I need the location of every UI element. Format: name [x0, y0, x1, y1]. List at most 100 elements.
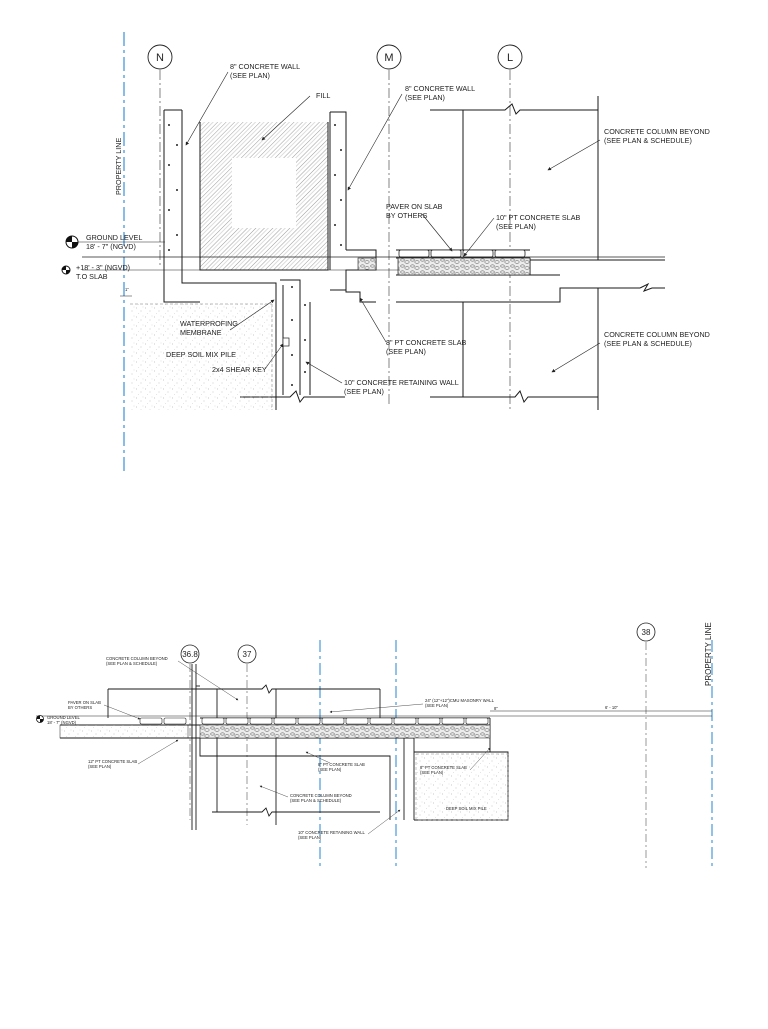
- svg-text:N: N: [156, 52, 164, 64]
- svg-text:DEEP SOIL MIX PILE: DEEP SOIL MIX PILE: [166, 350, 236, 359]
- svg-text:+18' - 3" (NGVD): +18' - 3" (NGVD): [76, 263, 130, 272]
- svg-text:BY OTHERS: BY OTHERS: [68, 705, 92, 710]
- svg-text:CONCRETE COLUMN BEYOND: CONCRETE COLUMN BEYOND: [604, 127, 710, 136]
- svg-text:GROUND LEVEL: GROUND LEVEL: [47, 715, 80, 720]
- svg-text:(SEE PLAN): (SEE PLAN): [405, 93, 445, 102]
- svg-text:(SEE PLAN & SCHEDULE): (SEE PLAN & SCHEDULE): [290, 798, 342, 803]
- svg-text:(SEE PLAN): (SEE PLAN): [230, 71, 270, 80]
- grid-bubble-37: 37: [237, 644, 257, 664]
- note-paver: PAVER ON SLAB BY OTHERS: [386, 202, 453, 252]
- grid-bubble-38: 38: [636, 622, 656, 642]
- note-fill: FILL: [261, 91, 330, 141]
- svg-text:(SEE PLAN): (SEE PLAN): [425, 703, 449, 708]
- note-wall-8-m: 8" CONCRETE WALL (SEE PLAN): [347, 84, 475, 191]
- paver-bed: [397, 257, 531, 276]
- svg-text:GROUND LEVEL: GROUND LEVEL: [86, 233, 142, 242]
- svg-text:T.O SLAB: T.O SLAB: [76, 272, 108, 281]
- slab-left-2: [59, 724, 189, 739]
- note-column-bottom-2: CONCRETE COLUMN BEYOND (SEE PLAN & SCHED…: [259, 785, 352, 803]
- note-soil-pile: DEEP SOIL MIX PILE: [166, 350, 236, 359]
- note-retaining: 10" CONCRETE RETAINING WALL (SEE PLAN): [305, 361, 459, 396]
- pavers-2: [139, 717, 489, 725]
- svg-text:18' - 7" (NGVD): 18' - 7" (NGVD): [47, 720, 77, 725]
- rebar-dots-wall: [291, 286, 306, 386]
- svg-text:(SEE PLAN): (SEE PLAN): [496, 222, 536, 231]
- level-marker-ground: GROUND LEVEL 18' - 7" (NGVD): [65, 233, 165, 251]
- svg-text:FILL: FILL: [316, 91, 330, 100]
- note-cmu-2: 24" (12"+12")CMU MASONRY WALL (SEE PLAN): [329, 698, 495, 714]
- note-slab-8a-2: 8" PT CONCRETE SLAB (SEE PLAN): [305, 751, 365, 772]
- note-column-top: CONCRETE COLUMN BEYOND (SEE PLAN & SCHED…: [547, 127, 710, 171]
- note-wall-8-n: 8" CONCRETE WALL (SEE PLAN): [185, 62, 300, 146]
- svg-text:PAVER ON SLAB: PAVER ON SLAB: [68, 700, 101, 705]
- note-slab-10: 10" PT CONCRETE SLAB (SEE PLAN): [463, 213, 581, 257]
- property-line-label-1: PROPERTY LINE: [114, 138, 123, 195]
- svg-text:BY OTHERS: BY OTHERS: [386, 211, 428, 220]
- note-column-top-2: CONCRETE COLUMN BEYOND (SEE PLAN & SCHED…: [106, 656, 239, 701]
- detail-1: PROPERTY LINE N M L: [61, 32, 710, 475]
- rebar-dots: [168, 124, 342, 251]
- svg-text:8": 8": [494, 706, 498, 711]
- svg-text:10" PT CONCRETE SLAB: 10" PT CONCRETE SLAB: [496, 213, 581, 222]
- note-slab-8b-2: 8" PT CONCRETE SLAB (SEE PLAN): [420, 747, 491, 775]
- grid-bubble-n: N: [147, 44, 173, 70]
- svg-text:12" PT CONCRETE SLAB: 12" PT CONCRETE SLAB: [88, 759, 137, 764]
- svg-text:8" PT CONCRETE SLAB: 8" PT CONCRETE SLAB: [420, 765, 467, 770]
- svg-text:(SEE PLAN): (SEE PLAN): [386, 347, 426, 356]
- note-retaining-2: 10" CONCRETE RETAINING WALL (SEE PLAN): [298, 809, 401, 840]
- grid-bubble-l: L: [497, 44, 523, 70]
- svg-text:M: M: [384, 52, 393, 64]
- svg-text:(SEE PLAN): (SEE PLAN): [344, 387, 384, 396]
- svg-text:38: 38: [642, 628, 651, 637]
- grid-bubble-m: M: [376, 44, 402, 70]
- note-waterproofing: WATERPROFING MEMBRANE: [180, 299, 275, 337]
- svg-text:8" CONCRETE WALL: 8" CONCRETE WALL: [405, 84, 475, 93]
- dims-2: 6' - 10" 8": [490, 705, 712, 712]
- concrete-columns: [430, 96, 599, 410]
- svg-text:(SEE PLAN & SCHEDULE): (SEE PLAN & SCHEDULE): [604, 136, 692, 145]
- retaining-wall: [240, 279, 345, 410]
- level-marker-ground-2: GROUND LEVEL 18' - 7" (NGVD): [36, 715, 80, 725]
- soil-mix-pile-2: [415, 753, 509, 821]
- svg-text:(SEE PLAN): (SEE PLAN): [88, 764, 112, 769]
- note-paver-2: PAVER ON SLAB BY OTHERS: [68, 700, 141, 720]
- svg-text:8" CONCRETE WALL: 8" CONCRETE WALL: [230, 62, 300, 71]
- svg-text:(SEE PLAN & SCHEDULE): (SEE PLAN & SCHEDULE): [106, 661, 158, 666]
- svg-text:CONCRETE COLUMN BEYOND: CONCRETE COLUMN BEYOND: [106, 656, 168, 661]
- soil-mix-pile-1: [130, 304, 272, 410]
- slab-bed-2: [199, 724, 491, 739]
- svg-text:6' - 10": 6' - 10": [605, 705, 619, 710]
- svg-text:PAVER ON SLAB: PAVER ON SLAB: [386, 202, 443, 211]
- svg-text:24" (12"+12")CMU MASONRY WALL: 24" (12"+12")CMU MASONRY WALL: [425, 698, 495, 703]
- note-column-bottom: CONCRETE COLUMN BEYOND (SEE PLAN & SCHED…: [551, 330, 710, 373]
- gravel-m: [357, 257, 377, 271]
- svg-text:DEEP SOIL MIX PILE: DEEP SOIL MIX PILE: [446, 806, 487, 811]
- svg-text:8" PT CONCRETE SLAB: 8" PT CONCRETE SLAB: [318, 762, 365, 767]
- svg-text:10" CONCRETE RETAINING WALL: 10" CONCRETE RETAINING WALL: [344, 378, 459, 387]
- svg-text:(SEE PLAN): (SEE PLAN): [420, 770, 444, 775]
- pavers: [398, 249, 526, 258]
- dim-1in: 1": [125, 287, 129, 292]
- svg-text:L: L: [507, 52, 513, 64]
- grid-bubble-36-8: 36.8: [180, 644, 200, 664]
- svg-text:36.8: 36.8: [182, 650, 198, 659]
- svg-text:8" PT CONCRETE SLAB: 8" PT CONCRETE SLAB: [386, 338, 467, 347]
- svg-text:MEMBRANE: MEMBRANE: [180, 328, 222, 337]
- frame-lines-2: [107, 664, 381, 830]
- svg-text:CONCRETE COLUMN BEYOND: CONCRETE COLUMN BEYOND: [290, 793, 352, 798]
- svg-text:18' - 7" (NGVD): 18' - 7" (NGVD): [86, 242, 136, 251]
- svg-text:WATERPROFING: WATERPROFING: [180, 319, 238, 328]
- note-soil-pile-2: DEEP SOIL MIX PILE: [446, 806, 487, 811]
- detail-2: PROPERTY LINE 36.8 37 38: [36, 622, 713, 868]
- svg-text:(SEE PLAN): (SEE PLAN): [298, 835, 322, 840]
- svg-text:CONCRETE COLUMN BEYOND: CONCRETE COLUMN BEYOND: [604, 330, 710, 339]
- svg-text:(SEE PLAN): (SEE PLAN): [318, 767, 342, 772]
- shear-key: [282, 337, 290, 347]
- fill-void: [232, 158, 296, 228]
- level-marker-slab: +18' - 3" (NGVD) T.O SLAB: [61, 263, 130, 281]
- svg-text:10" CONCRETE RETAINING WALL: 10" CONCRETE RETAINING WALL: [298, 830, 366, 835]
- note-slab-8: 8" PT CONCRETE SLAB (SEE PLAN): [359, 297, 467, 356]
- property-line-label-2: PROPERTY LINE: [704, 622, 713, 686]
